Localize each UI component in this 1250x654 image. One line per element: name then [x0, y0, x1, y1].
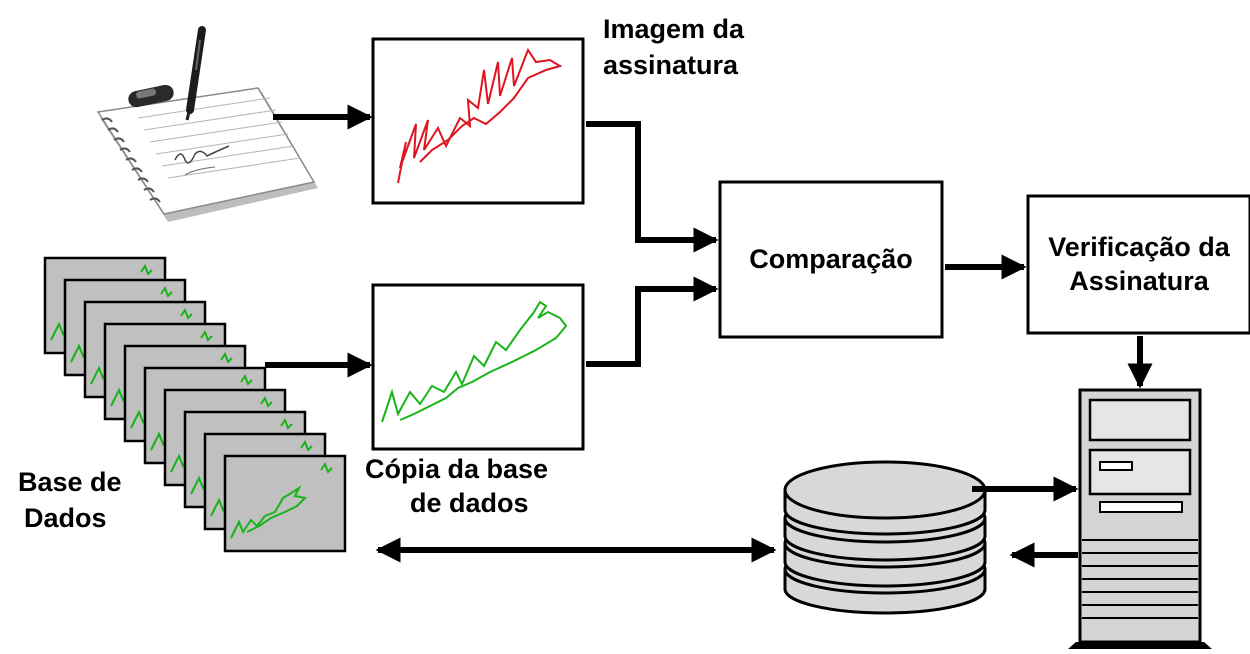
database-label-line2: Dados	[24, 503, 107, 533]
database-label-line1: Base de	[18, 467, 122, 497]
comparison-box	[718, 180, 944, 339]
database-copy-box	[371, 283, 585, 451]
tablet-pen-icon	[96, 26, 318, 222]
db-copy-caption-line2: de dados	[410, 488, 529, 518]
stored-signature-mark	[381, 300, 568, 423]
captured-signature-mark	[397, 47, 563, 184]
arrow-copy-to-comparison	[586, 276, 719, 367]
verification-label-line1: Verificação da	[1048, 232, 1230, 262]
disk-stack-icon	[783, 460, 987, 615]
arrow-image-to-comparison	[586, 121, 719, 253]
server-tower-icon	[1068, 388, 1212, 649]
comparison-label: Comparação	[749, 244, 913, 274]
db-copy-caption-line1: Cópia da base	[365, 454, 549, 484]
signature-card	[223, 454, 347, 553]
verification-label-line2: Assinatura	[1069, 266, 1209, 296]
image-caption-line2: assinatura	[603, 50, 739, 80]
document-stack-icon	[43, 256, 347, 553]
verification-box	[1026, 194, 1250, 335]
image-caption-line1: Imagem da	[603, 14, 745, 44]
